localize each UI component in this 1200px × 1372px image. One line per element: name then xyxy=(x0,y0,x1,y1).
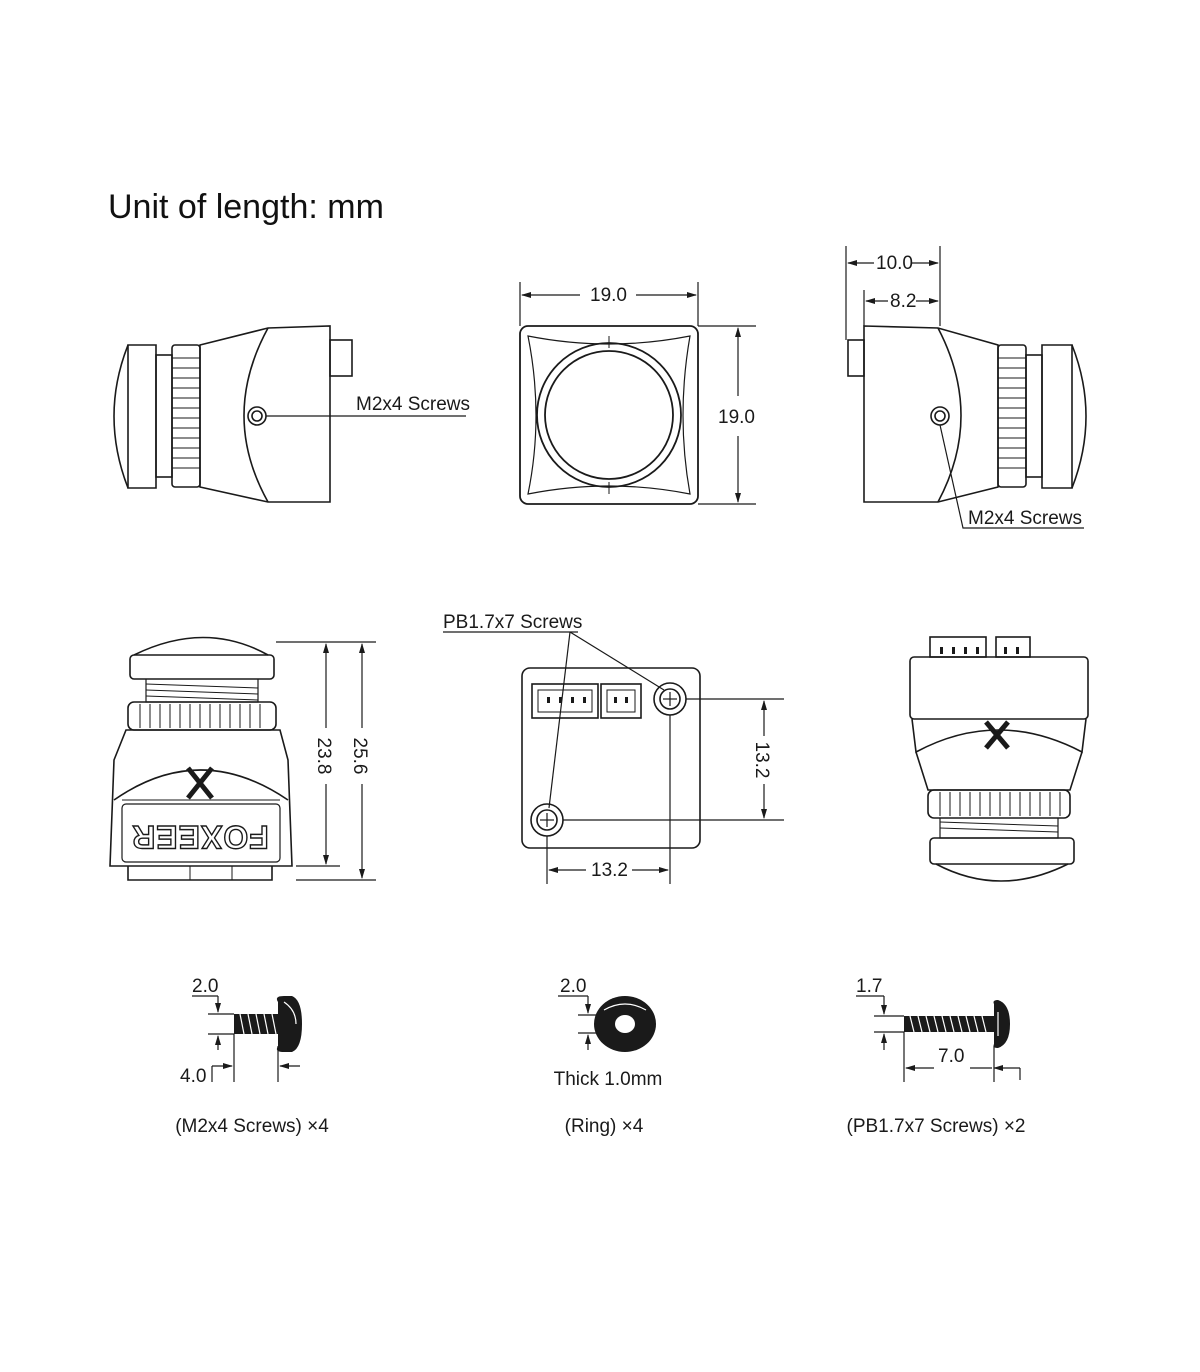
ring-dim-lines xyxy=(558,995,615,1050)
back-view xyxy=(521,667,701,849)
top-view-right xyxy=(909,636,1089,882)
ring-drawing xyxy=(594,996,656,1052)
callout-m2x4-right: M2x4 Screws xyxy=(968,508,1082,529)
m2x4-dim-lines xyxy=(192,995,300,1082)
side-right-dim-lines xyxy=(845,246,941,340)
front-dim-lines xyxy=(519,282,756,505)
dim-back-horizontal: 13.2 xyxy=(591,860,628,881)
dim-screw-length: 4.0 xyxy=(180,1066,206,1087)
dim-pb-length: 7.0 xyxy=(938,1046,964,1067)
dim-front-height: 19.0 xyxy=(718,407,755,428)
caption-ring: (Ring) ×4 xyxy=(565,1116,644,1137)
page-title: Unit of length: mm xyxy=(108,188,384,226)
dim-side-depth-total: 10.0 xyxy=(876,253,913,274)
dim-pb-diameter: 1.7 xyxy=(856,976,882,997)
dim-screw-diameter: 2.0 xyxy=(192,976,218,997)
m2x4-screw-drawing xyxy=(234,996,302,1052)
dim-ring-thickness: Thick 1.0mm xyxy=(554,1069,663,1090)
side-view-left xyxy=(113,325,466,503)
brand-text: FOXEER xyxy=(131,819,269,855)
front-view xyxy=(519,325,699,505)
back-dim-lines xyxy=(443,631,784,884)
pb-dim-lines xyxy=(856,995,1021,1082)
caption-pb-screws: (PB1.7x7 Screws) ×2 xyxy=(847,1116,1026,1137)
callout-pb-screws: PB1.7x7 Screws xyxy=(443,612,582,633)
caption-m2x4-screws: (M2x4 Screws) ×4 xyxy=(175,1116,329,1137)
dim-ring-diameter: 2.0 xyxy=(560,976,586,997)
dim-side-depth-body: 8.2 xyxy=(890,291,916,312)
dim-height-body: 23.8 xyxy=(313,738,334,775)
pb-screw-drawing xyxy=(904,1000,1010,1048)
side-view-right xyxy=(847,325,1087,529)
dim-front-width: 19.0 xyxy=(590,285,627,306)
dim-back-vertical: 13.2 xyxy=(751,742,772,779)
callout-m2x4-left: M2x4 Screws xyxy=(356,394,470,415)
dim-height-total: 25.6 xyxy=(349,738,370,775)
height-dim-lines xyxy=(276,641,376,881)
top-view-left xyxy=(109,636,293,881)
